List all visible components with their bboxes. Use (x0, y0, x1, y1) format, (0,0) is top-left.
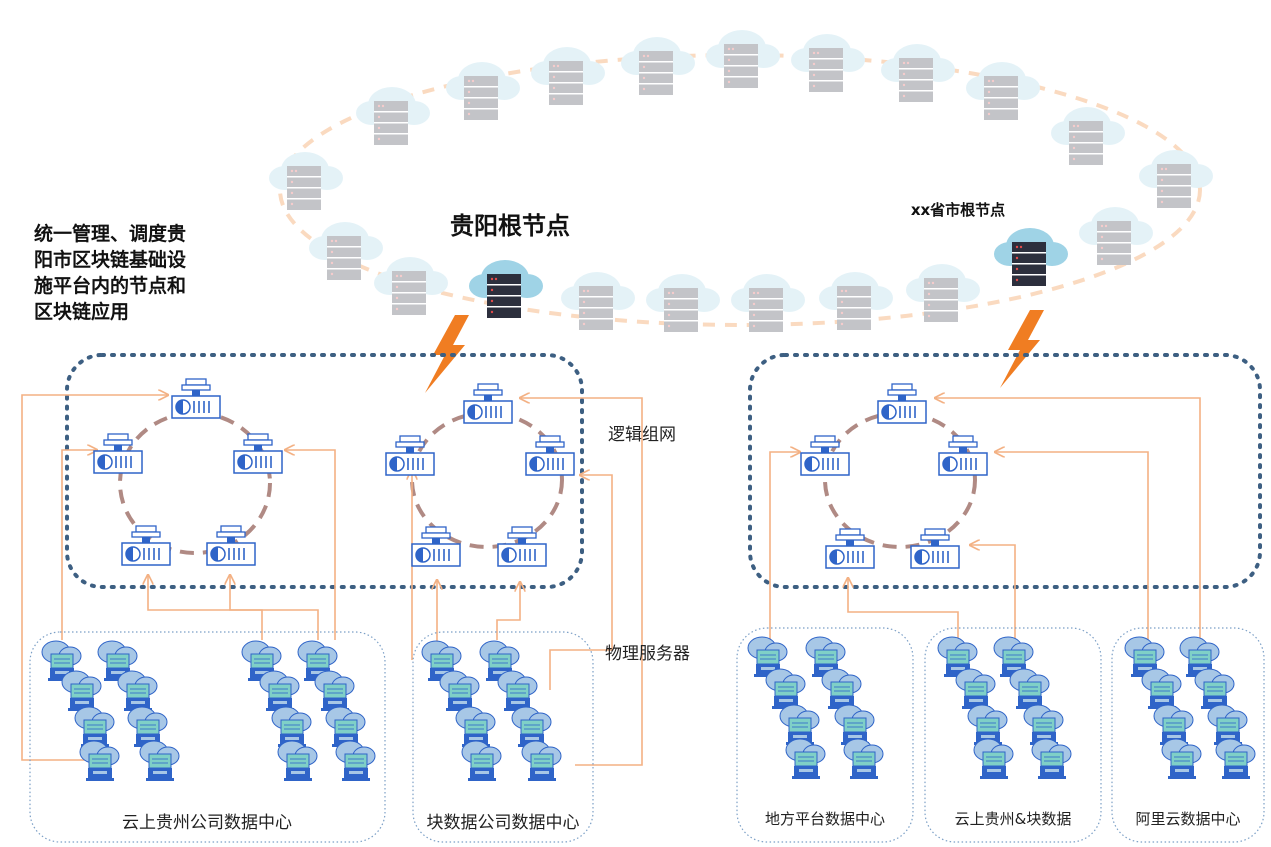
province-root-label: xx省市根节点 (911, 201, 1005, 219)
physical-server-icon (511, 706, 552, 748)
logical-node-icon (525, 435, 575, 476)
datacenter-name: 阿里云数据中心 (1135, 810, 1240, 828)
logical-node-icon (825, 528, 875, 569)
logical-node-icon (938, 435, 988, 476)
physical-server-icon (127, 706, 168, 748)
province-root-node-icon (994, 228, 1068, 286)
physical-server-icon (1009, 668, 1050, 710)
datacenter-name: 地方平台数据中心 (765, 810, 885, 828)
logical-node-icon (497, 526, 547, 567)
physical-server-icon (259, 670, 300, 712)
logical-node-icon (233, 433, 283, 474)
physical-server-icon (821, 668, 862, 710)
physical-server-icon (79, 740, 120, 782)
datacenter-box (1111, 627, 1265, 843)
logical-node-icon (171, 378, 221, 419)
physical-server-icon (1194, 668, 1235, 710)
physical-server-icon (439, 670, 480, 712)
logical-nodes (93, 378, 988, 569)
physical-server-icon (117, 670, 158, 712)
physical-server-icon (277, 740, 318, 782)
physical-server-icon (61, 670, 102, 712)
physical-servers-label: 物理服务器 (605, 644, 690, 664)
physical-server-icon (785, 738, 826, 780)
logical-node-icon (411, 526, 461, 567)
datacenter-box (412, 631, 594, 843)
physical-server-icon (497, 670, 538, 712)
logical-network-label: 逻辑组网 (608, 425, 676, 445)
bolt-icon-right (1000, 310, 1044, 388)
description-text: 统一管理、调度贵 阳市区块链基础设 施平台内的节点和 区块链应用 (34, 222, 186, 323)
physical-server-icon (1141, 668, 1182, 710)
datacenter-box (29, 631, 386, 843)
datacenter-name: 块数据公司数据中心 (427, 813, 580, 833)
physical-server-icon (955, 668, 996, 710)
description-line: 施平台内的节点和 (34, 274, 186, 297)
physical-server-icon (461, 740, 502, 782)
datacenter-box (736, 627, 914, 843)
physical-server-icon (765, 668, 806, 710)
datacenter-boxes (29, 627, 1265, 843)
datacenter-name: 云上贵州公司数据中心 (122, 813, 292, 833)
datacenter-name: 云上贵州&块数据 (955, 810, 1072, 828)
guiyang-root-label: 贵阳根节点 (450, 212, 570, 240)
physical-server-icon (1215, 738, 1256, 780)
datacenter-box (924, 627, 1102, 843)
mapping-arrows (21, 395, 1201, 766)
physical-server-icon (314, 670, 355, 712)
physical-server-icon (521, 740, 562, 782)
logical-network-box-right (748, 353, 1262, 589)
physical-server-icon (139, 740, 180, 782)
physical-server-icon (1031, 738, 1072, 780)
physical-server-icon (325, 706, 366, 748)
logical-node-icon (463, 383, 513, 424)
logical-node-icon (121, 525, 171, 566)
logical-node-icon (910, 528, 960, 569)
logical-node-icon (877, 383, 927, 424)
description-line: 阳市区块链基础设 (34, 248, 186, 271)
description-line: 区块链应用 (34, 300, 129, 323)
physical-server-icon (843, 738, 884, 780)
node-ring (823, 411, 977, 549)
root-node-ring (269, 30, 1213, 332)
logical-node-icon (800, 435, 850, 476)
node-ring (118, 411, 272, 555)
physical-server-icon (973, 738, 1014, 780)
description-line: 统一管理、调度贵 (34, 222, 186, 245)
logical-node-icon (93, 433, 143, 474)
physical-server-icon (1161, 738, 1202, 780)
physical-server-icon (335, 740, 376, 782)
